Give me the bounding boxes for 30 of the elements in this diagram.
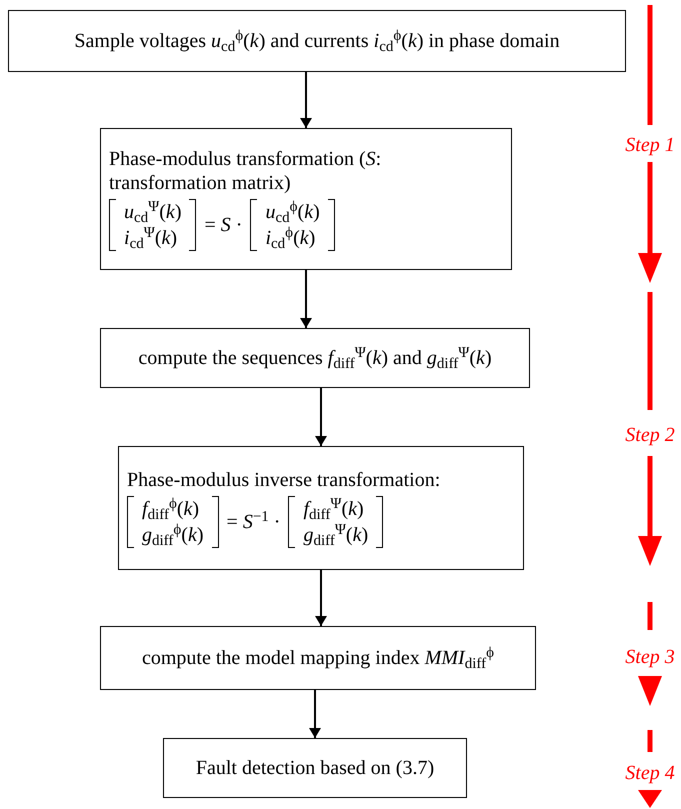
process-box [100,128,512,270]
formula-text: = S$^{−1}$ · [226,509,282,535]
box-heading: Phase-modulus transformation (S: transformation matrix) [109,147,382,195]
arrow [309,690,321,738]
step-label: Step 1 [624,133,676,157]
process-box [118,446,524,570]
box-text: Fault detection based on (3.7) [196,756,434,781]
process-box [100,328,530,388]
formula-text: i$_{cd}$$^{Ψ}$(k) [124,225,178,251]
arrow [300,270,312,328]
step-label: Step 4 [624,761,676,785]
arrow [315,570,327,626]
box-heading: Phase-modulus inverse transformation: [127,468,440,492]
process-box [100,626,536,690]
formula-text: g$_{diff}$$^{Ψ}$(k) [303,522,368,548]
process-box [8,10,626,72]
formula-text: i$_{cd}$$^{ϕ}$(k) [265,225,316,251]
formula-text: g$_{diff}$$^{ϕ}$(k) [142,522,204,548]
box-text: compute the sequences f$_{diff}$$^{Ψ}$(k) and g$_{diff}$$^{Ψ}$(k) [138,345,492,371]
arrow [315,388,327,446]
step-label: Step 2 [624,423,676,447]
formula-text: f$_{diff}$$^{ϕ}$(k) [142,496,200,522]
formula-text: f$_{diff}$$^{Ψ}$(k) [303,496,365,522]
step-label: Step 3 [624,645,676,669]
formula-text: u$_{cd}$$^{ϕ}$(k) [265,199,320,225]
formula-text: u$_{cd}$$^{Ψ}$(k) [124,199,182,225]
formula-text: = S · [203,213,244,238]
box-text: Sample voltages u$_{cd}$$^{ϕ}$(k) and currents i$_{cd}$$^{ϕ}$(k) in phase domain [74,28,560,54]
arrow [300,72,312,128]
process-box [163,738,467,798]
